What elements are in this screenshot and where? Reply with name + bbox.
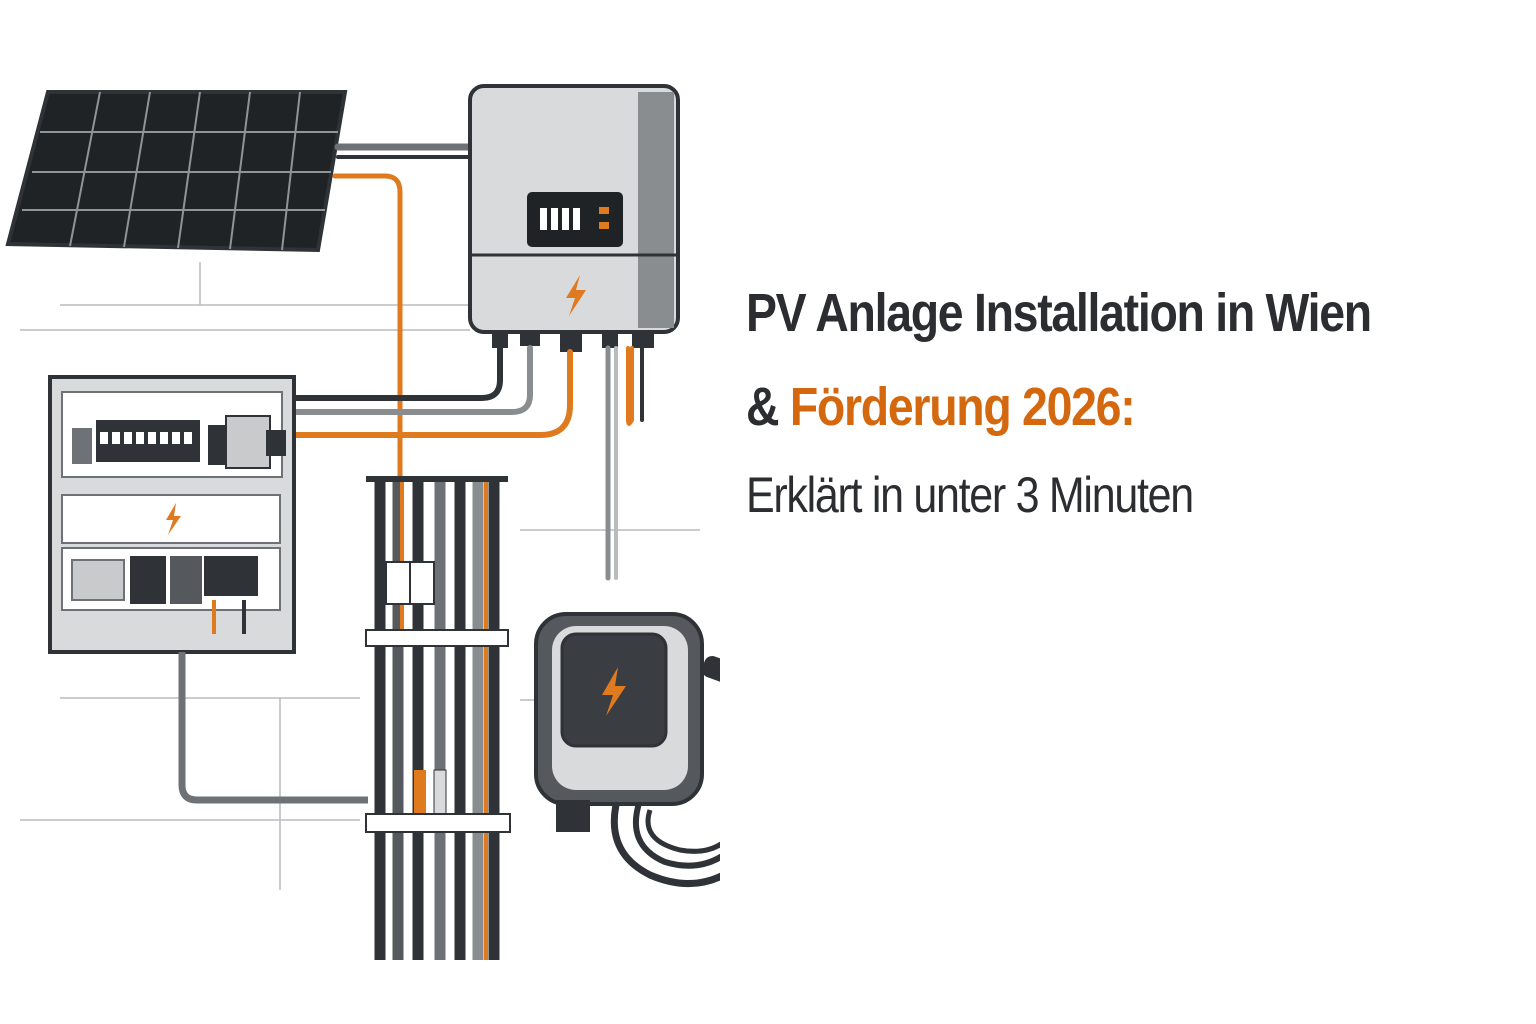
solar-panel bbox=[5, 90, 348, 253]
cable-conduit bbox=[365, 476, 511, 976]
ev-wallbox bbox=[534, 612, 720, 888]
ac-cables bbox=[293, 345, 644, 581]
lightning-bolt-icon bbox=[602, 667, 626, 716]
headline-line-2-accent: Förderung 2026: bbox=[789, 377, 1136, 437]
dc-cables bbox=[332, 143, 474, 483]
ground-cable bbox=[178, 652, 372, 804]
pv-system-illustration bbox=[5, 84, 720, 976]
inverter bbox=[468, 84, 680, 352]
lightning-bolt-icon bbox=[566, 275, 586, 316]
headline-line-3: Erklärt in unter 3 Minuten bbox=[746, 467, 1194, 523]
lightning-bolt-icon bbox=[166, 503, 181, 535]
headline: PV Anlage Installation in Wien & Förderu… bbox=[746, 282, 1506, 526]
headline-line-2: & Förderung 2026: bbox=[746, 376, 1400, 438]
headline-line-1: PV Anlage Installation in Wien bbox=[746, 283, 1372, 343]
headline-line-2-prefix: & bbox=[746, 377, 790, 437]
fuse-box bbox=[48, 375, 296, 654]
